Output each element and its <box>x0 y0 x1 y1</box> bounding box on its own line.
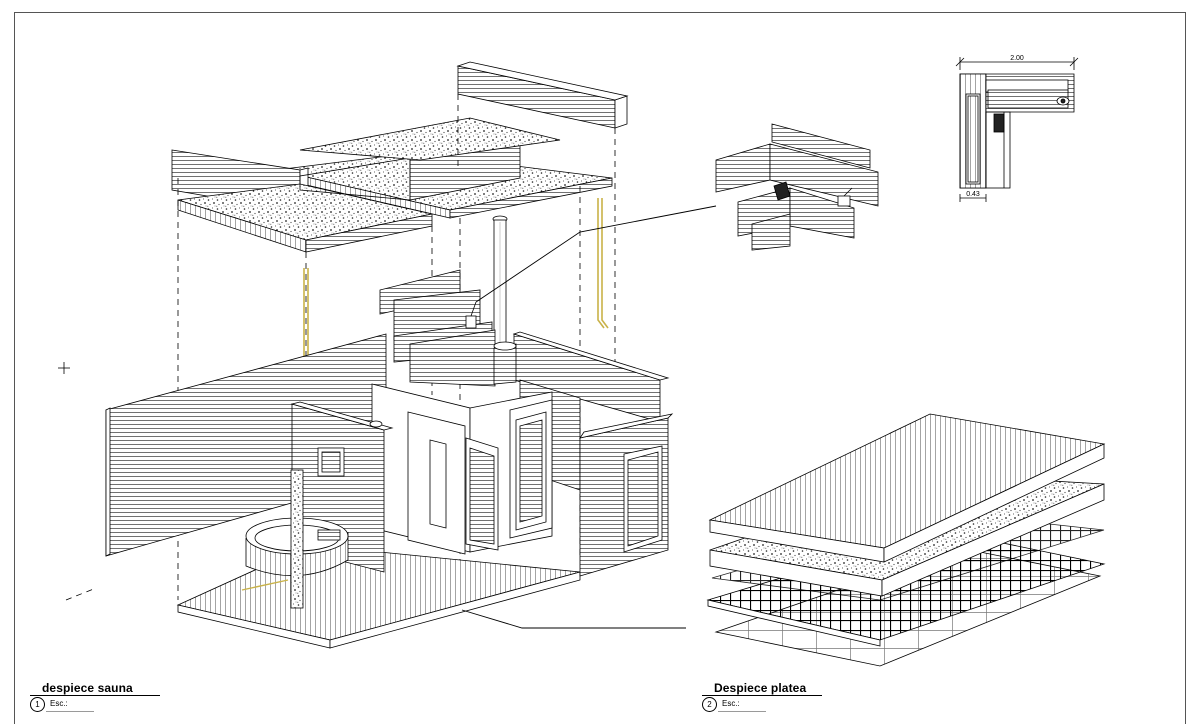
sheet-border <box>14 12 1186 724</box>
view-title-rule <box>30 695 160 696</box>
view-number-badge: 2 <box>702 697 717 712</box>
interior-partitions <box>371 383 553 555</box>
view-title: despiece sauna <box>42 681 133 695</box>
slab-assembly <box>706 413 1106 667</box>
origin-marker <box>58 362 70 374</box>
view-scale-rule <box>46 711 94 712</box>
view-scale-label: Esc.: <box>50 699 68 708</box>
bench-corner-detail <box>715 123 879 251</box>
view-scale-rule <box>718 711 766 712</box>
view-title: Despiece platea <box>714 681 807 695</box>
support-post <box>241 469 304 609</box>
plan-depth-dimension: 0.43 <box>966 191 980 198</box>
bench-module <box>379 269 517 387</box>
chimney-pipe <box>492 215 508 349</box>
view-title-rule <box>702 695 822 696</box>
view-number-badge: 1 <box>30 697 45 712</box>
plan-width-dimension: 2.00 <box>1010 55 1024 62</box>
front-right-wall <box>579 413 674 577</box>
view-scale-label: Esc.: <box>722 699 740 708</box>
plan-dimension-labels: 2.00 0.43 <box>966 55 1024 198</box>
roof-assembly <box>171 61 629 253</box>
plan-detail <box>955 57 1079 202</box>
callout-leaders <box>461 205 717 629</box>
